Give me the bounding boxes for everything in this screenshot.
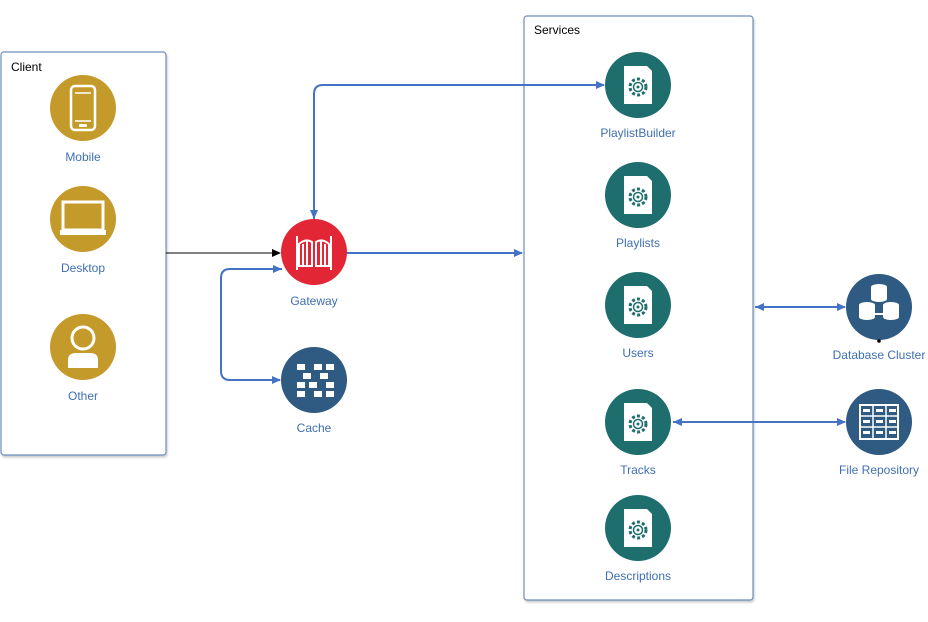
client-group-title: Client <box>11 60 42 74</box>
services-group-title: Services <box>534 23 580 37</box>
client-node-mobile[interactable]: Mobile <box>50 75 116 164</box>
other-label: Other <box>68 389 98 403</box>
gateway-node[interactable]: Gateway <box>281 219 347 308</box>
cache-grid-icon <box>297 364 334 397</box>
mobile-phone-icon <box>69 84 97 132</box>
user-icon <box>68 325 98 368</box>
file-repository-icon <box>859 404 899 440</box>
service-gear-icon <box>624 176 652 214</box>
service-gear-icon <box>624 286 652 324</box>
gateway-cache-arrow[interactable] <box>220 265 282 384</box>
client-node-other[interactable]: Other <box>50 314 116 403</box>
service-gear-icon <box>624 403 652 441</box>
desktop-label: Desktop <box>61 261 105 275</box>
connection-point-icon <box>877 339 881 343</box>
database-cluster-icon <box>859 284 899 320</box>
connectors <box>166 81 846 426</box>
database-cluster-node[interactable]: Database Cluster <box>833 274 926 362</box>
mobile-label: Mobile <box>65 150 101 164</box>
desktop-monitor-icon <box>60 200 106 235</box>
tracks-label: Tracks <box>620 463 656 477</box>
service-node-playlistbuilder[interactable]: PlaylistBuilder <box>600 52 676 140</box>
gate-icon <box>296 236 332 270</box>
descriptions-label: Descriptions <box>605 569 671 583</box>
cache-label: Cache <box>297 421 332 435</box>
service-node-descriptions[interactable]: Descriptions <box>605 495 671 583</box>
service-node-tracks[interactable]: Tracks <box>605 389 671 477</box>
client-node-desktop[interactable]: Desktop <box>50 186 116 275</box>
gateway-label: Gateway <box>290 294 337 308</box>
gateway-playlistbuilder-arrow[interactable] <box>310 81 605 219</box>
file-repository-node[interactable]: File Repository <box>839 389 919 477</box>
service-gear-icon <box>624 509 652 547</box>
playlists-label: Playlists <box>616 236 660 250</box>
cache-node[interactable]: Cache <box>281 347 347 435</box>
playlistbuilder-label: PlaylistBuilder <box>600 126 675 140</box>
service-gear-icon <box>624 66 652 104</box>
database-cluster-label: Database Cluster <box>833 348 926 362</box>
file-repository-label: File Repository <box>839 463 919 477</box>
service-node-users[interactable]: Users <box>605 272 671 360</box>
service-nodes: PlaylistBuilder Playlists Users <box>600 52 676 583</box>
service-node-playlists[interactable]: Playlists <box>605 162 671 250</box>
users-label: Users <box>622 346 653 360</box>
